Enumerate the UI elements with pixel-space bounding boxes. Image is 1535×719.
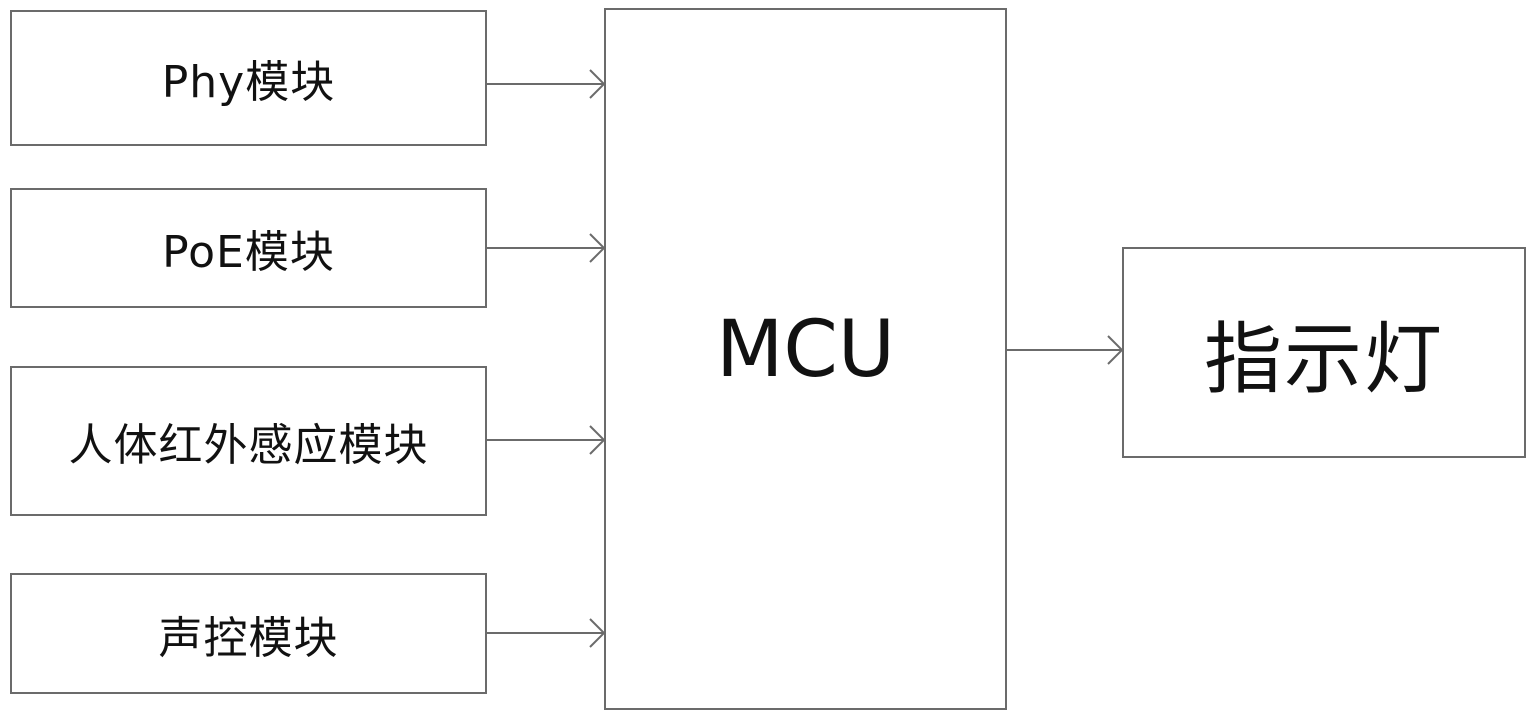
arrow-phy-to-mcu bbox=[487, 69, 606, 99]
sound-control-module-box: 声控模块 bbox=[10, 573, 487, 694]
mcu-box: MCU bbox=[604, 8, 1007, 710]
arrow-pir-to-mcu bbox=[487, 425, 606, 455]
indicator-light-box: 指示灯 bbox=[1122, 247, 1526, 458]
poe-module-box: PoE模块 bbox=[10, 188, 487, 308]
phy-module-label: Phy模块 bbox=[161, 57, 336, 108]
indicator-light-label: 指示灯 bbox=[1203, 314, 1444, 405]
sound-control-module-label: 声控模块 bbox=[158, 612, 339, 664]
arrow-sound-to-mcu bbox=[487, 618, 606, 648]
pir-sensor-module-label: 人体红外感应模块 bbox=[68, 420, 429, 471]
arrow-poe-to-mcu bbox=[487, 233, 606, 263]
phy-module-box: Phy模块 bbox=[10, 10, 487, 146]
arrow-mcu-to-indicator bbox=[1007, 335, 1124, 365]
mcu-label: MCU bbox=[716, 305, 895, 395]
pir-sensor-module-box: 人体红外感应模块 bbox=[10, 366, 487, 516]
poe-module-label: PoE模块 bbox=[162, 227, 335, 278]
